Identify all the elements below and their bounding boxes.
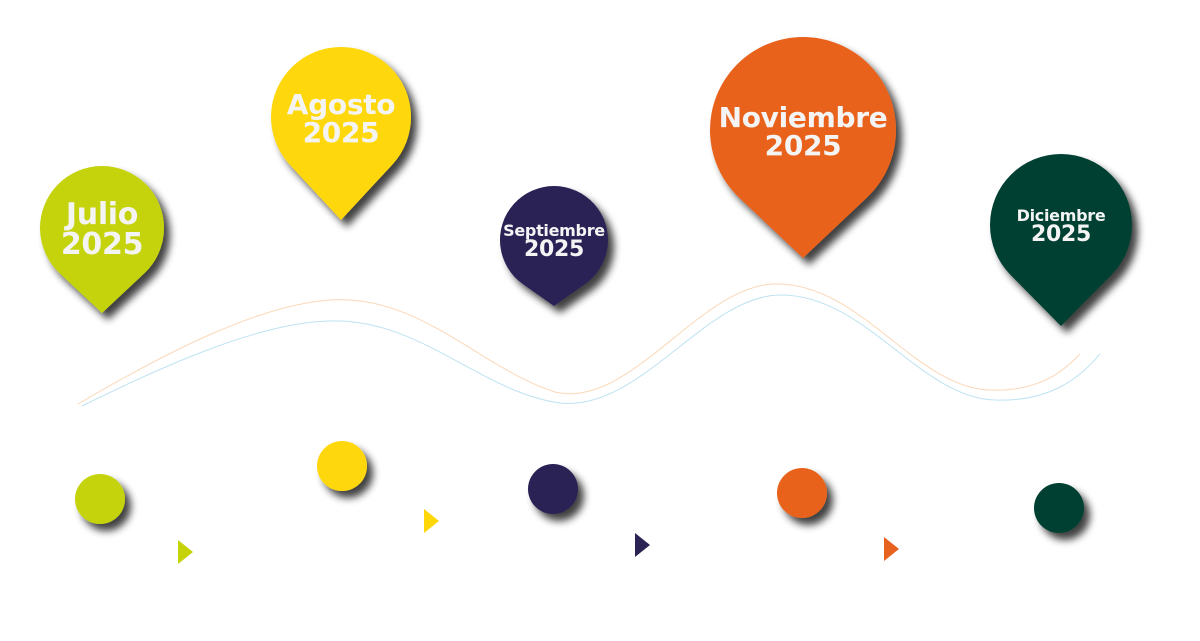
map-pin-icon <box>989 154 1132 326</box>
milestone-year: 2025 <box>60 227 144 262</box>
map-pin-icon <box>710 37 896 259</box>
circle-icon <box>777 468 827 518</box>
milestone-month: Agosto <box>286 88 396 121</box>
milestone-year: 2025 <box>302 116 380 149</box>
milestone-year: 2025 <box>764 129 842 162</box>
play-triangle-icon <box>635 533 650 557</box>
circle-icon <box>75 474 125 524</box>
milestone-year: 2025 <box>1030 222 1092 247</box>
milestone-month: Noviembre <box>718 101 888 134</box>
milestone-month: Septiembre <box>503 221 605 240</box>
map-pin-icon <box>500 185 608 306</box>
wave-line-lower <box>81 294 1101 407</box>
play-triangle-icon <box>178 540 193 564</box>
play-triangle-icon <box>424 509 439 533</box>
wave-line-upper <box>77 283 1081 405</box>
map-pin-icon <box>271 46 411 220</box>
circle-icon <box>317 441 367 491</box>
milestone-year: 2025 <box>523 237 585 262</box>
milestone-month: Diciembre <box>1016 206 1106 225</box>
circle-icon <box>1034 483 1084 533</box>
circle-icon <box>528 464 578 514</box>
map-pin-icon <box>40 165 164 313</box>
play-triangle-icon <box>884 537 899 561</box>
milestone-month: Julio <box>65 197 139 232</box>
